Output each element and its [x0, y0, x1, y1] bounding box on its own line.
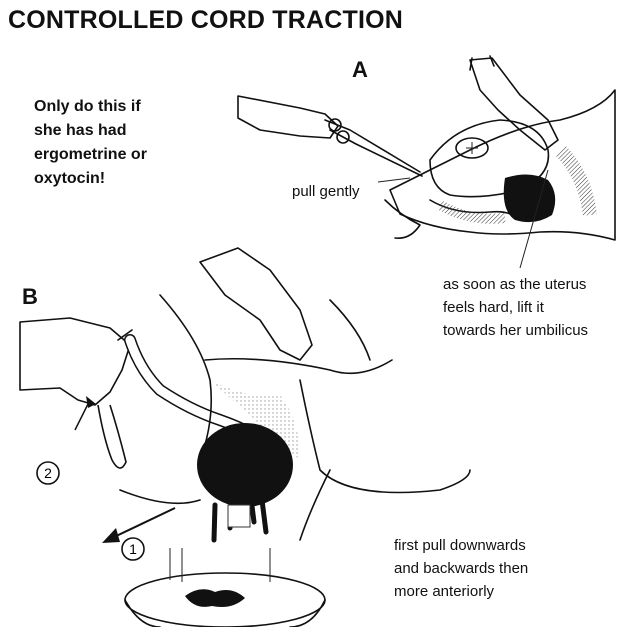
- basin: [125, 548, 325, 627]
- upper-hand: [200, 248, 312, 360]
- left-hand-cord: [20, 318, 132, 405]
- perineum-outline: [120, 295, 470, 540]
- pull-pointer-line: [378, 178, 410, 182]
- step-1-marker: 1: [122, 538, 144, 560]
- gloved-hand-uterus: [470, 56, 558, 150]
- step-2-number: 2: [44, 465, 52, 481]
- step-1-number: 1: [129, 541, 137, 557]
- placenta: [197, 423, 293, 540]
- direction-arrow-1: [102, 508, 175, 543]
- step-2-marker: 2: [37, 462, 59, 484]
- gloved-hand-forceps: [238, 96, 422, 176]
- direction-arrow-2: [75, 396, 96, 430]
